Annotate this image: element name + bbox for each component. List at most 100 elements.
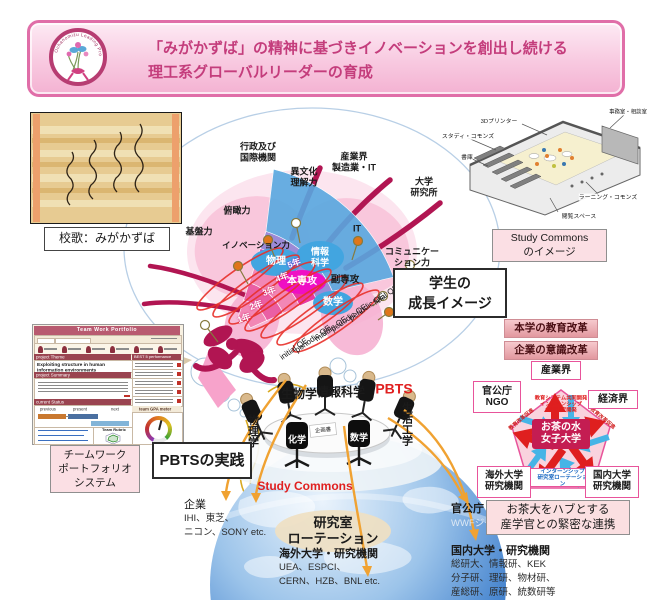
label-admin-intl: 行政及び 国際機関 [239,141,277,162]
title-banner: Ochanomizu Leading Program 「みがかずば」の精神に基づ… [27,20,625,97]
label-fukan: 基盤力 [185,226,213,237]
growth-image-text: 学生の 成長イメージ [408,274,492,311]
lab-rotation-label: 研究室 ローテーション [287,514,379,546]
pf-sec-status-text: current Status [36,399,65,405]
label-it: IT [353,223,361,234]
pf-summary-box [34,378,133,400]
pf-radar-chart [105,432,121,444]
pbts-practice-box: PBTSの実践 [152,442,252,479]
school-song-caption-text: 校歌：みがかずば [58,231,155,246]
sc-label-shoko: 書庫 [461,153,473,161]
hub-bottom-note-text: インターンシップ 研究室ローテーション [537,467,588,487]
pf-sec-status: current Status [34,399,131,405]
hub-caption-box: お茶大をハブとする 産学官との緊密な連携 [486,500,630,535]
reform-edu-text: 本学の教育改革 [514,321,588,334]
pf-sec-theme: project Theme [34,354,131,360]
study-commons-drawing [467,114,641,216]
pf-lbl-next: next [111,407,119,412]
pf-sec-summary: project Summary [34,372,131,378]
sc-label-printer: 3Dプリンター [480,117,518,125]
school-song-scroll [30,112,182,224]
pbts-practice-text: PBTSの実践 [159,451,245,469]
sc-label-browse: 閲覧スペース [561,212,597,220]
sc-label-study: スタディ・コモンズ [441,132,495,140]
orange-arrowheads [221,491,479,577]
calligraphy-strokes [66,123,144,206]
banner-title-line2: 理工系グローバルリーダーの育成 [148,64,373,81]
partner-gov-list: WWFジャパン [451,518,513,529]
hub-domestic-box: 国内大学 研究機関 [585,466,639,498]
oval-info-sci: 情報 科学 [310,246,330,267]
pf-lbl-present: present [73,407,88,412]
label-industry-mfg: 産業界 製造業・IT [332,151,376,172]
hub-top-note: 教育システム共同開発 インターンシップ 共同研究開発 [534,394,588,413]
label-math-chair: 数学 [349,432,369,443]
hub-bottom-note-box: インターンシップ 研究室ローテーション [521,468,604,487]
hub-caption-text: お茶大をハブとする 産学官との緊密な連携 [500,503,616,531]
partner-overseas-list: UEA、ESPCI、 CERN、HZB、BNL etc. [279,562,380,587]
banner-title-line1: 「みがかずば」の精神に基づきイノベーションを創出し続ける [148,40,568,57]
label-physics-vert: 物理学 [246,414,259,448]
pbts-tag: PBTS [375,380,413,397]
pf-titlebar: Team Work Portfolio [34,326,180,335]
growth-image-box: 学生の 成長イメージ [393,268,507,318]
hub-overseas-box: 海外大学 研究機関 [477,466,531,498]
reform-corp-text: 企業の意識改革 [514,343,588,356]
hub-economy-text: 経済界 [598,393,628,405]
sc-label-learning: ラーニング・コモンズ [578,193,638,201]
pf-rubric-title: Team Rubric [102,428,126,433]
oval-math: 数学 [323,297,343,309]
label-biology: 生物学 [280,386,318,401]
label-innovation: イノベーション力 [222,239,290,250]
oval-physics: 物理 [266,256,286,268]
portfolio-caption-box: チームワーク ポートフォリオ システム [50,445,140,493]
hub-industry-box: 産業界 [531,361,581,380]
teamwork-portfolio-screenshot: Team Work Portfolio project Theme Exploi… [32,324,184,445]
bookshelves [473,145,542,189]
hub-gov-ngo-text: 官公庁 NGO [482,385,512,409]
reform-edu-box: 本学の教育改革 [504,319,598,338]
spiral-coil [196,247,380,353]
study-commons-caption-text: Study Commons のイメージ [510,231,589,258]
pf-gauge-box [132,412,183,445]
partner-domestic-title: 国内大学・研究機関 [451,545,550,557]
program-logo: Ochanomizu Leading Program [43,25,107,86]
pf-rubric-box: Team Rubric [93,427,133,445]
hub-center-box: お茶の水 女子大学 [532,419,590,449]
pf-worklist-box [34,427,94,445]
label-university-lab: 大学 研究所 [410,176,438,197]
pf-gpa-title: team GPA meter [139,406,172,412]
pf-sec-best: BEST 5 performance [132,354,181,360]
label-chemistry: 化学 [287,434,307,445]
pf-theme-text: Exploiting structure in human informatio… [37,362,106,373]
hub-gov-ngo-box: 官公庁 NGO [473,381,521,413]
partner-domestic-list: 総研大、情報研、KEK 分子研、理研、物材研、 産総研、原研、統数研等 [451,559,556,598]
furniture [528,148,604,188]
study-commons-tag: Study Commons [257,478,353,493]
pf-lbl-previous: previous [40,407,56,412]
chairs [240,366,416,468]
study-commons-caption: Study Commons のイメージ [492,229,607,262]
hub-industry-text: 産業界 [541,364,571,376]
label-communication: コミュニケー ション力 [384,246,440,267]
label-leaders [467,114,625,213]
partner-overseas-title: 海外大学・研究機関 [279,548,378,560]
label-kiban: 俯瞰力 [223,205,251,216]
bow [203,325,265,373]
logo-bouquet [66,42,89,81]
pins [199,217,416,343]
label-sub-major: 副専攻 [330,274,360,286]
pf-status-box: previous present next [34,405,133,428]
hub-overseas-text: 海外大学 研究機関 [484,470,523,492]
pf-sec-summary-text: project Summary [36,372,71,378]
partner-companies-title: 企業 [184,499,206,511]
hub-economy-box: 経済界 [588,390,638,409]
label-ibunka: 異文化 理解力 [290,166,318,187]
pf-sec-theme-text: project Theme [36,354,65,360]
partner-companies-list: IHI、東芝、 ニコン、SONY etc. [184,513,267,538]
pf-sec-best-text: BEST 5 performance [134,354,172,359]
pf-gpa-title-row: team GPA meter [132,406,181,412]
